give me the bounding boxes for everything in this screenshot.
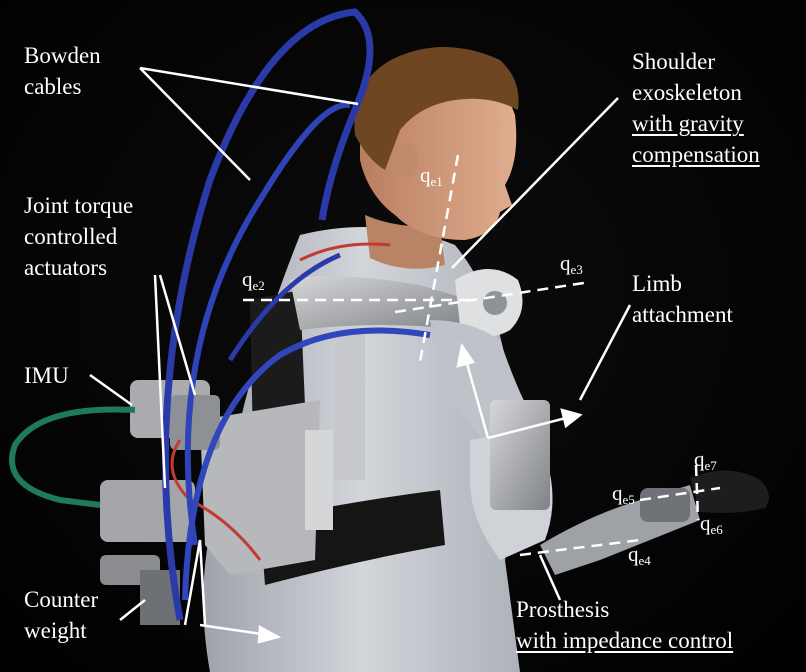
backpack-frame [200,400,320,575]
prosthesis-hand [690,470,769,513]
side-rail [305,430,333,530]
label-bowden-cables: Bowden cables [24,43,101,99]
ear [398,142,418,178]
joint-label-qe2: qe2 [242,267,265,293]
label-limb-attachment: Limb attachment [632,271,733,327]
joint-label-qe5: qe5 [612,481,635,507]
label-counter-weight: Counter weight [24,587,99,643]
actuator-3 [170,395,220,450]
bowden-cable-3 [182,327,431,601]
hair [354,46,519,170]
force-arrows [199,342,583,644]
joint-label-qe6: qe6 [700,511,723,537]
joint-label-qe3: qe3 [560,251,583,277]
bowden-cable-2 [184,101,351,546]
joint-label-qe1: qe1 [420,163,443,189]
green-cable [9,406,136,508]
label-joint-torque-actuators: Joint torque controlled actuators [24,193,134,280]
joint-label-qe4: qe4 [628,542,651,568]
bowden-cable-1 [161,8,374,621]
label-prosthesis: Prosthesis with impedance control [516,597,734,653]
label-shoulder-exoskeleton: Shoulder exoskeleton with gravity compen… [632,49,760,167]
label-imu: IMU [24,363,69,388]
prosthesis-wrist [640,488,690,522]
joint-axes [243,154,721,557]
elbow-actuator [490,400,550,510]
annotation-lines [89,66,632,626]
shoulder-link [290,276,470,330]
vertical-rail [335,330,365,480]
joint-label-qe7: qe7 [694,447,717,473]
bowden-cable-4 [227,252,341,362]
